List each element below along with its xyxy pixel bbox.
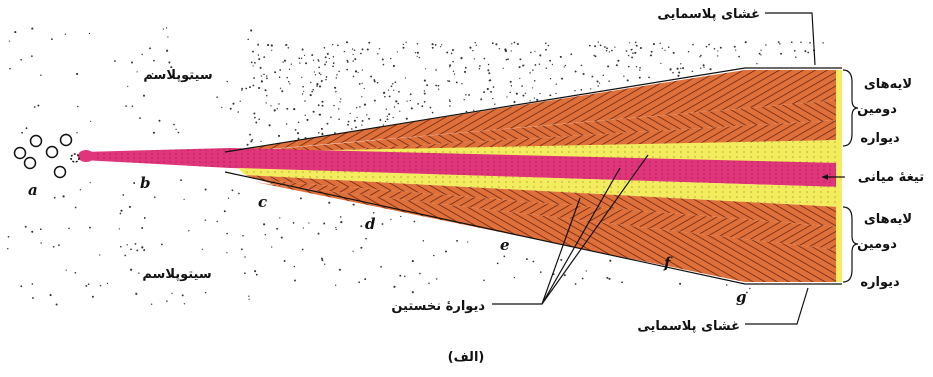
brace-secondary-wall-bottom [843,207,858,282]
label-cytoplasm-bottom: سیتوپلاسم [142,267,211,282]
label-middle-lamella: تیغهٔ میانی [858,170,924,185]
leader-membrane-top [765,13,815,65]
vesicles [15,135,80,178]
stage-letter-b: b [140,174,151,192]
secondary-wall-bottom-line-3: دیواره [860,275,900,290]
label-secondary-wall-bottom: لایه‌های دومین دیواره [843,207,912,290]
label-plasma-membrane-bottom: غشای پلاسمایی [637,319,740,334]
label-plasma-membrane-top: غشای پلاسمایی [657,7,760,22]
leader-membrane-bottom [745,288,808,324]
secondary-wall-top-line-3: دیواره [860,131,900,146]
secondary-wall-top-line-2: دومین [857,102,897,117]
stage-letter-c: c [258,193,267,211]
label-primary-wall: دیوارهٔ نخستین [391,299,485,314]
label-cytoplasm-top: سیتوپلاسم [143,68,212,83]
wall-wedge [78,68,842,284]
wall-cap [836,70,842,282]
brace-secondary-wall-top [843,70,858,146]
label-secondary-wall-top: لایه‌های دومین دیواره [843,70,912,146]
figure-caption: (الف) [448,350,485,365]
secondary-wall-bottom-line-1: لایه‌های [864,212,912,227]
secondary-wall-bottom-line-2: دومین [857,237,897,252]
secondary-wall-top-line-1: لایه‌های [864,77,912,92]
stage-letter-a: a [28,181,38,199]
stage-letter-e: e [500,236,510,254]
lamella-tip [78,150,94,162]
stage-letter-d: d [365,215,376,233]
stage-letter-g: g [736,288,747,306]
